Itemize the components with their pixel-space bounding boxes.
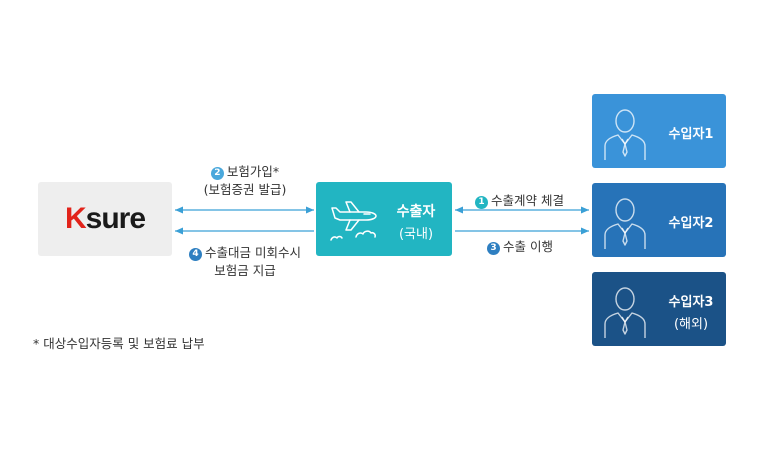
- step-4-line2: 보험금 지급: [214, 263, 276, 278]
- airplane-icon: [330, 201, 377, 241]
- step-1-number: 1: [475, 196, 488, 209]
- importer-name-1: 수입자1: [668, 127, 714, 142]
- exporter-region: (국내): [398, 227, 434, 242]
- step-3-text: 수출 이행: [503, 239, 553, 254]
- step-3-number: 3: [487, 242, 500, 255]
- importer-region-3: (해외): [673, 317, 709, 332]
- importer-name-2: 수입자2: [668, 216, 714, 231]
- importer-name-3: 수입자3: [668, 295, 714, 310]
- step-2-line2: (보험증권 발급): [203, 182, 287, 197]
- person-icon: [604, 198, 646, 249]
- exporter-box: 수출자 (국내): [316, 182, 452, 256]
- step-2-number: 2: [210, 167, 224, 180]
- step-1-text: 수출계약 체결: [491, 193, 564, 208]
- ksure-logo-text: sure: [85, 202, 146, 235]
- importer-box-2: 수입자2: [592, 183, 726, 257]
- step-2-text: 보험가입*: [226, 164, 280, 179]
- step-4-text: 수출대금 미회수시: [205, 245, 301, 260]
- importer-box-1: 수입자1: [592, 94, 726, 168]
- person-icon: [604, 109, 646, 160]
- exporter-name: 수출자: [396, 204, 436, 220]
- importer-box-3: 수입자3 (해외): [592, 272, 726, 346]
- footnote: * 대상수입자등록 및 보험료 납부: [33, 336, 205, 351]
- ksure-logo-k: K: [64, 202, 87, 235]
- step-4-number: 4: [189, 248, 202, 261]
- person-icon: [604, 287, 646, 338]
